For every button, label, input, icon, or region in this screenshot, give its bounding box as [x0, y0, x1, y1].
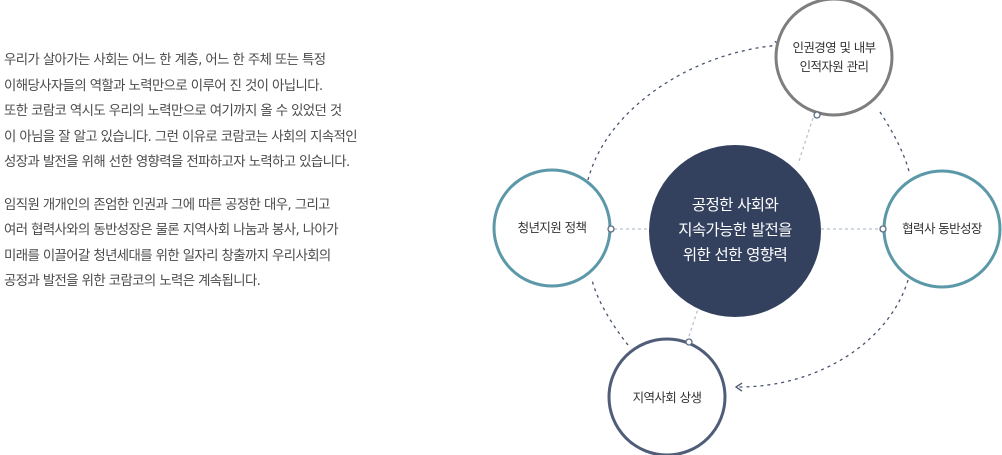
- connector-dot-bottom: [685, 338, 693, 346]
- node-bottom-circle: [607, 337, 727, 455]
- node-left-label: 청년지원 정책: [494, 218, 610, 237]
- intro-line: 또한 코람코 역시도 우리의 노력만으로 여기까지 올 수 있었던 것: [4, 104, 342, 119]
- node-top-line: 인권경영 및 내부: [792, 40, 876, 55]
- intro-paragraph-2: 임직원 개개인의 존엄한 인권과 그에 따른 공정한 대우, 그리고 여러 협력…: [4, 193, 474, 295]
- intro-line: 여러 협력사와의 동반성장은 물론 지역사회 나눔과 봉사, 나아가: [4, 223, 339, 238]
- dashed-arc-left-top: [587, 40, 783, 181]
- dashed-arc-top-right: [879, 111, 911, 176]
- node-top-circle: [774, 0, 894, 117]
- center-line: 공정한 사회와: [691, 196, 779, 214]
- dashed-arc-right-bottom: [734, 279, 909, 392]
- connector-dot-top: [813, 111, 821, 119]
- intro-line: 임직원 개개인의 존엄한 인권과 그에 따른 공정한 대우, 그리고: [4, 197, 331, 213]
- intro-paragraph-1: 우리가 살아가는 사회는 어느 한 계층, 어느 한 주체 또는 특정 이해당사…: [4, 48, 474, 176]
- center-line: 지속가능한 발전을: [678, 221, 792, 239]
- intro-line: 미래를 이끌어갈 청년세대를 위한 일자리 창출까지 우리사회의: [4, 248, 331, 264]
- intro-line: 성장과 발전을 위해 선한 영향력을 전파하고자 노력하고 있습니다.: [4, 155, 350, 170]
- intro-line: 이 아님을 잘 알고 있습니다. 그런 이유로 코람코는 사회의 지속적인: [4, 129, 358, 145]
- center-line: 위한 선한 영향력: [682, 246, 788, 264]
- node-left-line: 청년지원 정책: [517, 220, 587, 235]
- intro-line: 공정과 발전을 위한 코람코의 노력은 계속됩니다.: [4, 274, 261, 289]
- connector-dot-right: [879, 225, 887, 233]
- connector-top: [797, 117, 814, 165]
- intro-text: 우리가 살아가는 사회는 어느 한 계층, 어느 한 주체 또는 특정 이해당사…: [4, 48, 474, 295]
- node-right-line: 협력사 동반성장: [902, 221, 982, 236]
- node-bottom-line: 지역사회 상생: [632, 390, 702, 405]
- center-circle: [649, 145, 821, 317]
- intro-line: 우리가 살아가는 사회는 어느 한 계층, 어느 한 주체 또는 특정: [4, 53, 326, 68]
- node-top-label: 인권경영 및 내부 인적자원 관리: [776, 38, 892, 76]
- node-top-line: 인적자원 관리: [799, 59, 869, 74]
- node-right-label: 협력사 동반성장: [884, 219, 1000, 238]
- center-label: 공정한 사회와 지속가능한 발전을 위한 선한 영향력: [655, 193, 815, 268]
- intro-line: 이해당사자들의 역할과 노력만으로 이루어 진 것이 아닙니다.: [4, 78, 323, 94]
- dashed-arc-bottom-left: [591, 279, 629, 346]
- connector-dot-left: [607, 225, 615, 233]
- node-bottom-label: 지역사회 상생: [609, 388, 725, 407]
